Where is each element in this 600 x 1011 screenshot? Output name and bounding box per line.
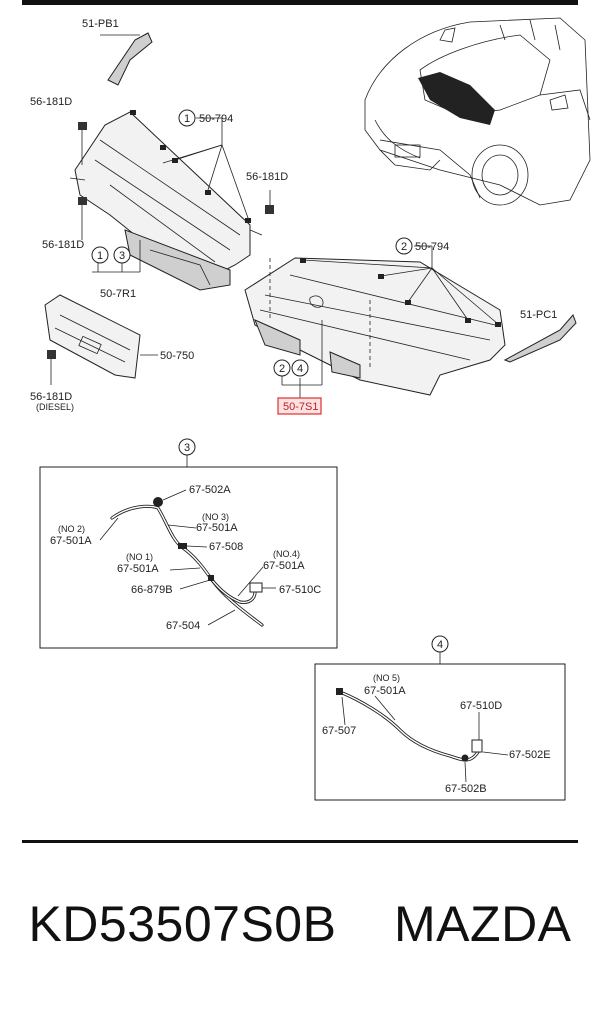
label-67-510c: 67-510C — [279, 584, 321, 596]
bolt-icon — [47, 122, 274, 385]
label-no3: (NO 3) — [202, 512, 229, 522]
inset-number: 3 — [184, 442, 190, 454]
leader-lines-top-left — [162, 117, 249, 219]
part-number-footer: KD53507S0B MAZDA — [28, 896, 572, 952]
inset-3-circle — [178, 438, 196, 456]
label-50-794-right: 50-794 — [415, 241, 449, 253]
label-67-501a-no1: 67-501A — [117, 563, 159, 575]
label-56-181d-right: 56-181D — [246, 171, 288, 183]
label-67-501a-no5: 67-501A — [364, 685, 406, 697]
leader-lines-misc — [92, 240, 323, 398]
clip-icons-left — [130, 110, 251, 223]
label-67-507: 67-507 — [322, 725, 356, 737]
label-51-pc1: 51-PC1 — [520, 309, 557, 321]
label-diesel: (DIESEL) — [36, 402, 74, 412]
clip-icons-right — [300, 258, 501, 327]
label-56-181d-top: 56-181D — [30, 96, 72, 108]
panel-50-750 — [44, 294, 158, 379]
top-border — [22, 0, 578, 5]
label-50-7r1: 50-7R1 — [100, 288, 136, 300]
callout-number: 1 — [97, 250, 103, 262]
separator-line — [22, 840, 578, 843]
label-50-750: 50-750 — [160, 350, 194, 362]
callout-circle-1-top — [178, 109, 196, 127]
label-no2: (NO 2) — [58, 524, 85, 534]
inset-4-circle — [431, 635, 449, 653]
label-50-7s1-highlighted[interactable]: 50-7S1 — [283, 401, 318, 413]
highlight-box — [277, 397, 322, 415]
label-67-510d: 67-510D — [460, 700, 502, 712]
callout-number: 3 — [119, 250, 125, 262]
label-67-508: 67-508 — [209, 541, 243, 553]
label-67-501a-no3: 67-501A — [196, 522, 238, 534]
car-illustration — [364, 17, 591, 206]
label-50-794-left: 50-794 — [199, 113, 233, 125]
label-66-879b: 66-879B — [131, 584, 173, 596]
inset-3-box — [39, 455, 338, 649]
callout-circle-1-left — [91, 246, 109, 264]
callout-circle-2-right — [395, 237, 413, 255]
label-67-501a-no4: 67-501A — [263, 560, 305, 572]
cowl-grille-right-assembly — [244, 257, 506, 396]
label-56-181d-bottom: 56-181D — [30, 391, 72, 403]
callout-number: 2 — [279, 363, 285, 375]
washer-hose-inset-3 — [110, 497, 264, 627]
seal-strip-51-pc1 — [503, 314, 577, 363]
label-67-502e: 67-502E — [509, 749, 551, 761]
label-67-501a-no2: 67-501A — [50, 535, 92, 547]
callout-number: 2 — [401, 241, 407, 253]
callout-number: 4 — [297, 363, 303, 375]
callout-number: 1 — [184, 113, 190, 125]
label-no1: (NO 1) — [126, 552, 153, 562]
inset-4-leaders — [341, 695, 509, 783]
inset-3-leaders — [99, 489, 276, 626]
label-67-502a: 67-502A — [189, 484, 231, 496]
seal-strip-51-pb1 — [100, 32, 153, 86]
inset-number: 4 — [437, 639, 443, 651]
label-67-502b: 67-502B — [445, 783, 487, 795]
leader-lines-right-cowl — [302, 245, 499, 325]
cowl-grille-left-assembly — [69, 111, 263, 291]
washer-hose-inset-4 — [336, 688, 483, 762]
label-67-504: 67-504 — [166, 620, 200, 632]
callout-circle-4-bottom — [291, 359, 309, 377]
label-56-181d-mid: 56-181D — [42, 239, 84, 251]
label-no4: (NO.4) — [273, 549, 300, 559]
label-no5: (NO 5) — [373, 673, 400, 683]
inset-4-box — [314, 651, 566, 801]
label-51-pb1: 51-PB1 — [82, 18, 119, 30]
callout-circle-3-left — [113, 246, 131, 264]
callout-circle-2-bottom — [273, 359, 291, 377]
